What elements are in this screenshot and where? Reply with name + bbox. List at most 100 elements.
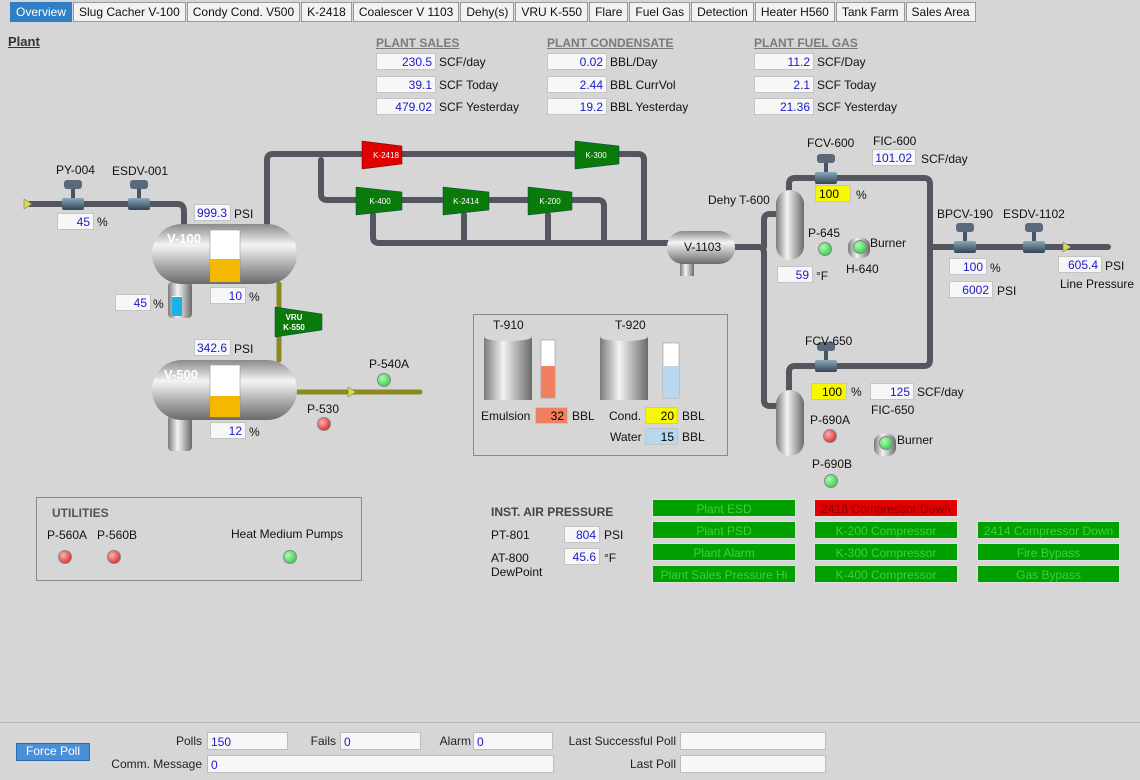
alarm-2414-compressor-down[interactable]: 2414 Compressor Down [977,521,1120,539]
heat-medium-status-indicator[interactable] [283,550,297,564]
bpcv190-valve-icon[interactable] [954,223,976,253]
alarm-k400-compressor[interactable]: K-400 Compressor [814,565,958,583]
esdv001-tag: ESDV-001 [112,164,169,178]
alarm-plant-sales-pressure-hi[interactable]: Plant Sales Pressure Hi [652,565,796,583]
tab-dehy-s[interactable]: Dehy(s) [460,2,515,22]
alarm-plant-alarm[interactable]: Plant Alarm [652,543,796,561]
plant-condensate-unit-2: BBL Yesterday [610,100,689,114]
v100-boot-unit: % [153,297,164,311]
force-poll-button[interactable]: Force Poll [16,743,90,761]
alarm-plant-esd[interactable]: Plant ESD [652,499,796,517]
t920-water-label: Water [610,430,642,444]
fic600-unit: SCF/day [921,152,968,166]
v500-pressure-unit: PSI [234,342,254,356]
k300-compressor[interactable]: K-300 [574,140,620,170]
tab-sales-area[interactable]: Sales Area [905,2,976,22]
last-poll-label: Last Poll [629,757,676,771]
fic600-value: 101.02 [872,149,916,166]
v100-pressure: 999.3 [194,204,231,221]
p690a-status-indicator[interactable] [823,429,837,443]
k400-compressor[interactable]: K-400 [355,186,403,216]
plant-sales-unit-0: SCF/day [439,55,486,69]
fcv650-valve-icon[interactable] [815,342,837,372]
plant-sales-value-1: 39.1 [376,76,436,93]
v1103-vessel[interactable] [667,231,735,276]
fic600-tag: FIC-600 [873,134,917,148]
tab-k-2418[interactable]: K-2418 [301,2,352,22]
utilities-panel [36,497,362,581]
tab-flare[interactable]: Flare [589,2,629,22]
p645-status-indicator[interactable] [818,242,832,256]
alarm-2418-compressor-down[interactable]: 2418 Compressor Down [814,499,958,517]
k2418-compressor[interactable]: K-2418 [361,140,403,170]
fcv600-valve-icon[interactable] [815,154,837,184]
k2414-compressor[interactable]: K-2414 [442,186,490,216]
plant-fuel-gas-value-2: 21.36 [754,98,814,115]
t920-tag: T-920 [615,318,646,332]
vru-label-line2: K-550 [283,323,305,332]
alarm-k200-compressor[interactable]: K-200 Compressor [814,521,958,539]
tab-slug-cacher-v-100[interactable]: Slug Cacher V-100 [73,2,186,22]
tab-tank-farm[interactable]: Tank Farm [835,2,905,22]
plant-fuel-gas-unit-0: SCF/Day [817,55,866,69]
last-successful-poll-label: Last Successful Poll [568,734,676,748]
tab-heater-h560[interactable]: Heater H560 [754,2,835,22]
h640-status-indicator[interactable] [853,240,867,254]
t910-tank[interactable] [484,333,532,400]
tab-fuel-gas[interactable]: Fuel Gas [629,2,691,22]
k200-compressor[interactable]: K-200 [527,186,573,216]
alarm-count-field: 0 [473,732,553,750]
t920-tank[interactable] [600,333,648,400]
inst-air-title: INST. AIR PRESSURE [491,505,614,519]
tab-condy-cond-v500[interactable]: Condy Cond. V500 [186,2,301,22]
dehy-t600-vessel[interactable] [776,190,804,260]
alarm-k300-compressor[interactable]: K-300 Compressor [814,543,958,561]
k200-label: K-200 [539,197,561,206]
esdv001-valve-icon[interactable] [128,180,150,210]
esdv1102-valve-icon[interactable] [1023,223,1045,253]
p530-status-indicator[interactable] [317,417,331,431]
alarm-fire-bypass[interactable]: Fire Bypass [977,543,1120,561]
fcv650-unit: % [851,385,862,399]
py004-valve-icon[interactable] [62,180,84,210]
plant-condensate-value-2: 19.2 [547,98,607,115]
fcv600-unit: % [856,188,867,202]
p560b-status-indicator[interactable] [107,550,121,564]
last-poll-field [680,755,826,773]
p690b-status-indicator[interactable] [824,474,838,488]
tab-detection[interactable]: Detection [691,2,754,22]
dehy-lower-vessel[interactable] [776,390,804,456]
line-pressure-unit: PSI [1105,259,1125,273]
v500-level-unit: % [249,425,260,439]
v100-boot-fill [172,297,182,316]
dehy-temp-unit: °F [816,269,829,283]
fcv650-value[interactable]: 100 [811,383,847,400]
tab-vru-k-550[interactable]: VRU K-550 [515,2,589,22]
t910-label: Emulsion [481,409,531,423]
v500-level: 12 [210,422,246,439]
bpcv190-tag: BPCV-190 [937,207,994,221]
alarm-gas-bypass[interactable]: Gas Bypass [977,565,1120,583]
liquid-pipes [276,281,423,395]
heat-medium-label: Heat Medium Pumps [231,527,344,541]
fcv600-value[interactable]: 100 [815,185,851,202]
plant-condensate-unit-1: BBL CurrVol [610,78,676,92]
p540a-status-indicator[interactable] [377,373,391,387]
v100-level-fill [210,259,240,282]
h640-tag: H-640 [846,262,879,276]
alarm-plant-psd[interactable]: Plant PSD [652,521,796,539]
t910-unit: BBL [572,409,595,423]
vru-k550-compressor[interactable]: VRU K-550 [274,306,323,338]
line-pressure-label: Line Pressure [1060,277,1135,291]
v100-boot-level: 45 [115,294,151,311]
tab-coalescer-v-1103[interactable]: Coalescer V 1103 [352,2,460,22]
v1103-tag: V-1103 [684,240,722,254]
burner2-status-indicator[interactable] [879,436,893,450]
fcv600-tag: FCV-600 [807,136,855,150]
footer-divider [0,722,1140,723]
p560a-status-indicator[interactable] [58,550,72,564]
tab-overview[interactable]: Overview [10,2,73,22]
t910-value: 32 [535,407,568,424]
plant-fuel-gas-unit-1: SCF Today [817,78,877,92]
